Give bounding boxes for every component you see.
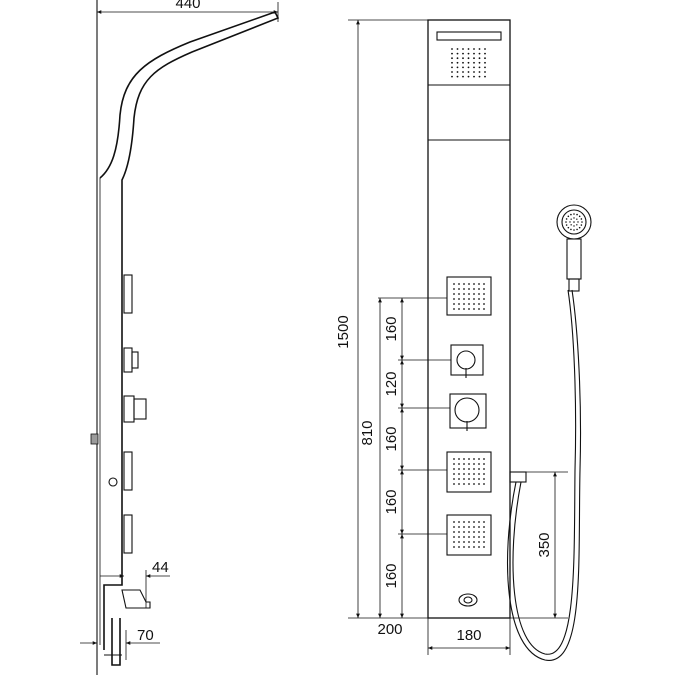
nozzle-2 [446, 451, 492, 493]
side-valve-2-body [123, 395, 135, 423]
nozzle-1 [446, 276, 492, 316]
dim-arm-reach: 440 [175, 0, 200, 12]
hand-shower [556, 204, 592, 292]
side-hose-pipe [111, 618, 121, 666]
side-valve-1-body [123, 347, 133, 373]
waterfall-slot [436, 31, 502, 41]
side-nozzle-3 [123, 514, 133, 554]
side-profile [99, 11, 280, 650]
dim-gap-1: 160 [383, 316, 400, 341]
dim-gap-3: 160 [383, 426, 400, 451]
spout-outlet [458, 593, 478, 607]
dim-panel-width: 180 [456, 627, 481, 644]
dim-gap-2: 120 [383, 371, 400, 396]
hose-connector [509, 471, 527, 483]
dim-total-height: 1500 [335, 315, 352, 348]
dim-bottom-offset: 200 [377, 621, 402, 638]
front-view: 1500 810 160 120 160 160 160 200 180 [335, 19, 592, 661]
wall-plug [90, 433, 99, 445]
dim-gap-4: 160 [383, 489, 400, 514]
front-panel [427, 19, 511, 619]
side-valve-2-knob [133, 398, 147, 420]
shower-hose-inner [512, 289, 577, 655]
side-nozzle-2 [123, 451, 133, 491]
dim-hose-outlet-height: 350 [536, 532, 553, 557]
side-spout [121, 589, 151, 609]
dim-gap-5: 160 [383, 563, 400, 588]
side-view: 440 44 70 [80, 0, 280, 675]
side-nozzle-1 [123, 274, 133, 314]
valve-2 [449, 393, 487, 431]
dim-spout-depth: 44 [152, 559, 169, 576]
dim-wall-offset: 70 [137, 627, 154, 644]
side-valve-1-knob [131, 351, 139, 369]
shower-hose [506, 289, 582, 661]
side-outlet [108, 477, 118, 487]
dim-controls-span: 810 [359, 420, 376, 445]
nozzle-3 [446, 514, 492, 556]
rain-shower-head [451, 48, 486, 78]
